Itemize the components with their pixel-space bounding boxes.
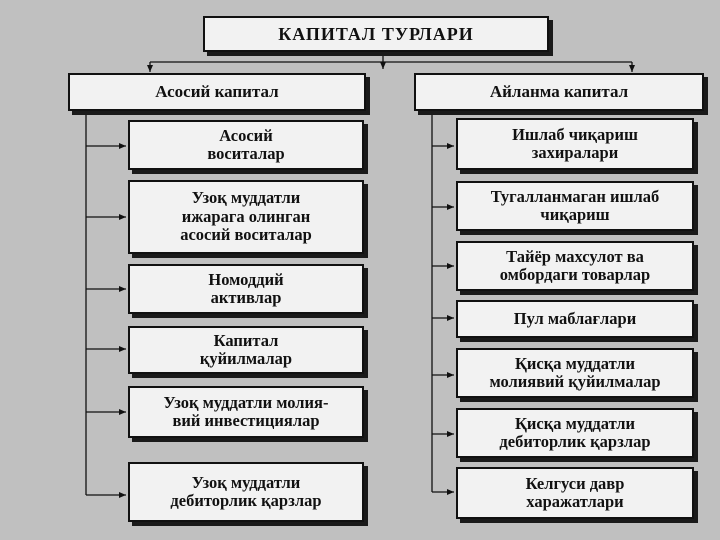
left-item-5: Узоқ муддатли молия- вий инвестициялар — [128, 386, 364, 438]
right-item-1: Ишлаб чиқариш захиралари — [456, 118, 694, 170]
title-box: КАПИТАЛ ТУРЛАРИ — [203, 16, 549, 52]
right-item-2: Тугалланмаган ишлаб чиқариш — [456, 181, 694, 231]
left-item-6: Узоқ муддатли дебиторлик қарзлар — [128, 462, 364, 522]
right-item-7: Келгуси давр харажатлари — [456, 467, 694, 519]
left-item-3: Номоддий активлар — [128, 264, 364, 314]
left-item-4: Капитал қуйилмалар — [128, 326, 364, 374]
right-item-4: Пул маблағлари — [456, 300, 694, 338]
left-header-box: Асосий капитал — [68, 73, 366, 111]
right-item-6: Қисқа муддатли дебиторлик қарзлар — [456, 408, 694, 458]
right-item-5: Қисқа муддатли молиявий қуйилмалар — [456, 348, 694, 398]
right-header-box: Айланма капитал — [414, 73, 704, 111]
left-item-2: Узоқ муддатли ижарага олинган асосий вос… — [128, 180, 364, 254]
right-item-3: Тайёр махсулот ва омбордаги товарлар — [456, 241, 694, 291]
left-item-1: Асосий воситалар — [128, 120, 364, 170]
